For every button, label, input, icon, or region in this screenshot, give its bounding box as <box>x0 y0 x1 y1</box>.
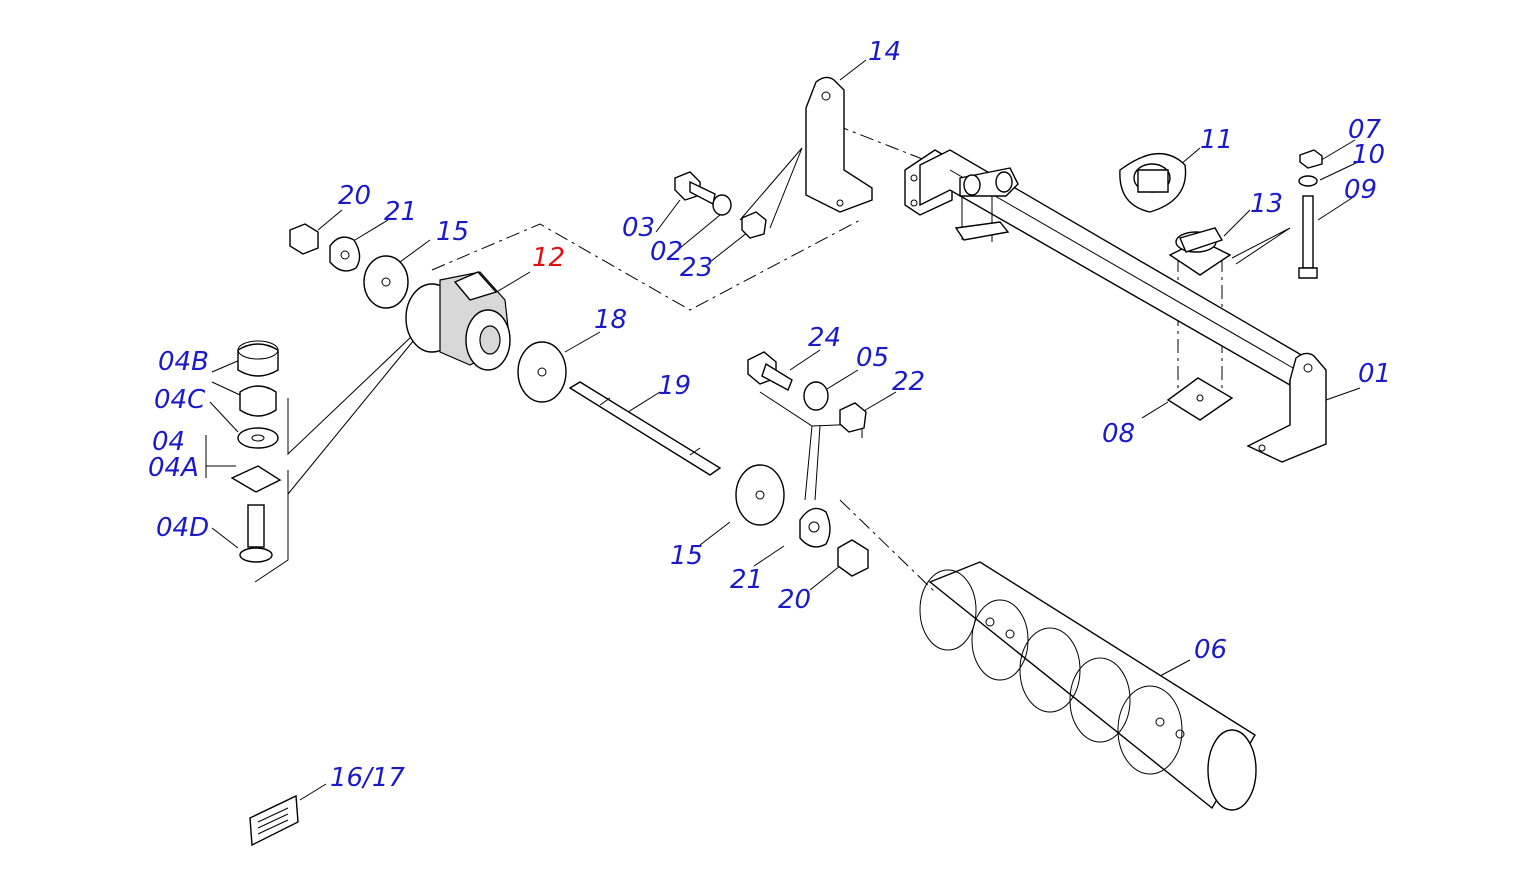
label-part-01[interactable]: 01 <box>1358 359 1391 389</box>
label-part-20-lower[interactable]: 20 <box>778 585 811 615</box>
label-part-12-selected[interactable]: 12 <box>532 243 565 273</box>
label-part-20[interactable]: 20 <box>338 181 371 211</box>
lower-washers <box>735 464 869 577</box>
bolt-03-stack <box>674 171 767 239</box>
bolt-04-stack <box>230 340 282 563</box>
label-part-19[interactable]: 19 <box>658 371 691 401</box>
leader-lines <box>205 59 1361 801</box>
label-part-13[interactable]: 13 <box>1250 189 1283 219</box>
hub-cluster <box>289 223 511 371</box>
label-part-04D[interactable]: 04D <box>156 513 209 543</box>
shaft-19-assembly <box>517 341 722 476</box>
cage-roller-06 <box>919 561 1257 811</box>
label-part-23[interactable]: 23 <box>680 253 713 283</box>
label-part-21[interactable]: 21 <box>384 197 417 227</box>
part-labels: 14 11 07 10 13 09 20 21 15 12 03 02 23 1… <box>148 37 1391 793</box>
label-part-04[interactable]: 04 <box>152 427 185 457</box>
label-part-06[interactable]: 06 <box>1194 635 1227 665</box>
label-part-05[interactable]: 05 <box>856 343 889 373</box>
label-part-03[interactable]: 03 <box>622 213 655 243</box>
label-part-04C[interactable]: 04C <box>154 385 206 415</box>
frame-assembly <box>805 76 1327 463</box>
label-part-04A[interactable]: 04A <box>148 453 199 483</box>
label-part-11[interactable]: 11 <box>1200 125 1233 155</box>
label-part-16-17[interactable]: 16/17 <box>330 763 405 793</box>
label-part-04B[interactable]: 04B <box>158 347 209 377</box>
label-part-18[interactable]: 18 <box>594 305 627 335</box>
label-part-14[interactable]: 14 <box>868 37 901 67</box>
label-part-02[interactable]: 02 <box>650 237 683 267</box>
label-part-10[interactable]: 10 <box>1352 140 1385 170</box>
label-part-24[interactable]: 24 <box>808 323 841 353</box>
label-part-21-lower[interactable]: 21 <box>730 565 763 595</box>
decal-16-17 <box>249 794 299 847</box>
bolt-09-stack <box>1298 149 1323 279</box>
label-part-07[interactable]: 07 <box>1348 115 1382 145</box>
label-part-09[interactable]: 09 <box>1344 175 1377 205</box>
label-part-15-lower[interactable]: 15 <box>670 541 703 571</box>
label-part-15[interactable]: 15 <box>436 217 469 247</box>
bolt-24-stack <box>747 351 867 433</box>
plate-assembly <box>1119 152 1234 421</box>
label-part-08[interactable]: 08 <box>1102 419 1135 449</box>
label-part-22[interactable]: 22 <box>892 367 925 397</box>
